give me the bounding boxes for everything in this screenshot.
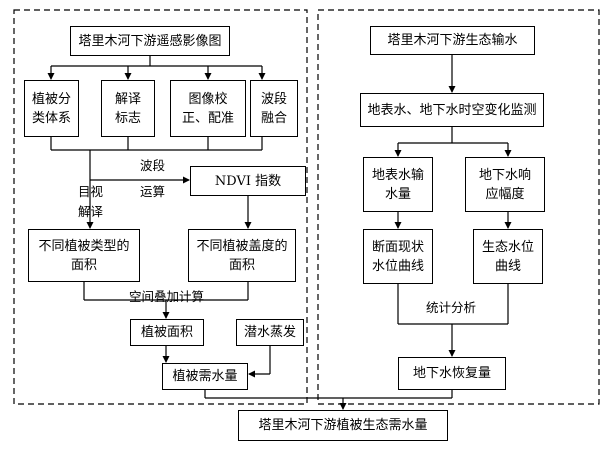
surface-water-node: 地表水输 水量	[363, 157, 433, 212]
visual-interp-label-1: 目视	[78, 184, 104, 199]
eco-transfer-node: 塔里木河下游生态输水	[370, 26, 535, 55]
final-node: 塔里木河下游植被生态需水量	[238, 410, 448, 441]
overlay-label: 空间叠加计算	[129, 289, 205, 304]
gw-response-node: 地下水响 应幅度	[465, 157, 545, 212]
eco-level-curve-node: 生态水位 曲线	[473, 229, 543, 284]
gw-monitor-node: 地表水、地下水时空变化监测	[360, 93, 544, 127]
img-correct-node: 图像校 正、配准	[170, 80, 246, 137]
gw-recovery-node: 地下水恢复量	[398, 357, 506, 390]
phreatic-evap-node: 潜水蒸发	[236, 319, 304, 346]
veg-cover-area-node: 不同植被盖度的 面积	[188, 229, 296, 282]
band-fusion-node: 波段 融合	[250, 80, 298, 137]
left-frame	[13, 9, 308, 405]
band-op-label-2: 运算	[140, 184, 166, 199]
ndvi-node: NDVI 指数	[190, 166, 306, 196]
veg-area-node: 植被面积	[130, 319, 204, 346]
stats-label: 统计分析	[426, 300, 477, 315]
section-curve-node: 断面现状 水位曲线	[363, 229, 433, 284]
interp-sign-node: 解译 标志	[101, 80, 155, 137]
veg-type-area-node: 不同植被类型的 面积	[28, 229, 140, 282]
rs-image-node: 塔里木河下游遥感影像图	[70, 26, 230, 56]
veg-class-node: 植被分 类体系	[24, 80, 79, 137]
right-frame	[317, 9, 600, 405]
visual-interp-label-2: 解译	[78, 204, 104, 219]
veg-water-need-node: 植被需水量	[162, 363, 248, 390]
band-op-label-1: 波段	[140, 158, 166, 173]
